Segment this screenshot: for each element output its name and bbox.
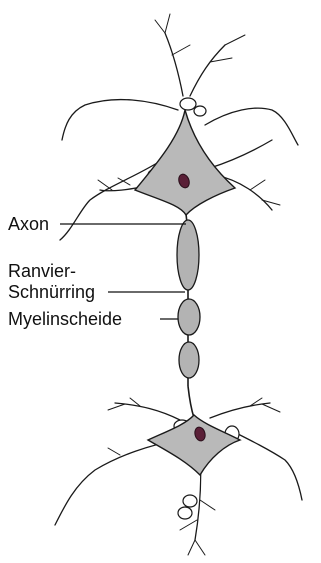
- bottom-bouton-4: [178, 507, 192, 519]
- ranvier-label-line2: Schnürring: [8, 282, 95, 302]
- axon: [177, 214, 200, 418]
- bottom-soma: [148, 415, 240, 475]
- top-neuron: [60, 14, 298, 240]
- top-bouton-2: [194, 106, 206, 116]
- bottom-neuron: [55, 398, 302, 555]
- myelin-segment-3: [179, 342, 199, 378]
- top-soma: [135, 110, 235, 215]
- labels: Axon Ranvier- Schnürring Myelinscheide: [8, 214, 186, 329]
- axon-label: Axon: [8, 214, 49, 234]
- myelin-label: Myelinscheide: [8, 309, 122, 329]
- bottom-bouton-3: [183, 495, 197, 507]
- myelin-segment-1: [177, 220, 199, 290]
- ranvier-label-line1: Ranvier-: [8, 261, 76, 281]
- myelin-segment-2: [178, 299, 200, 335]
- top-bouton-1: [180, 98, 196, 110]
